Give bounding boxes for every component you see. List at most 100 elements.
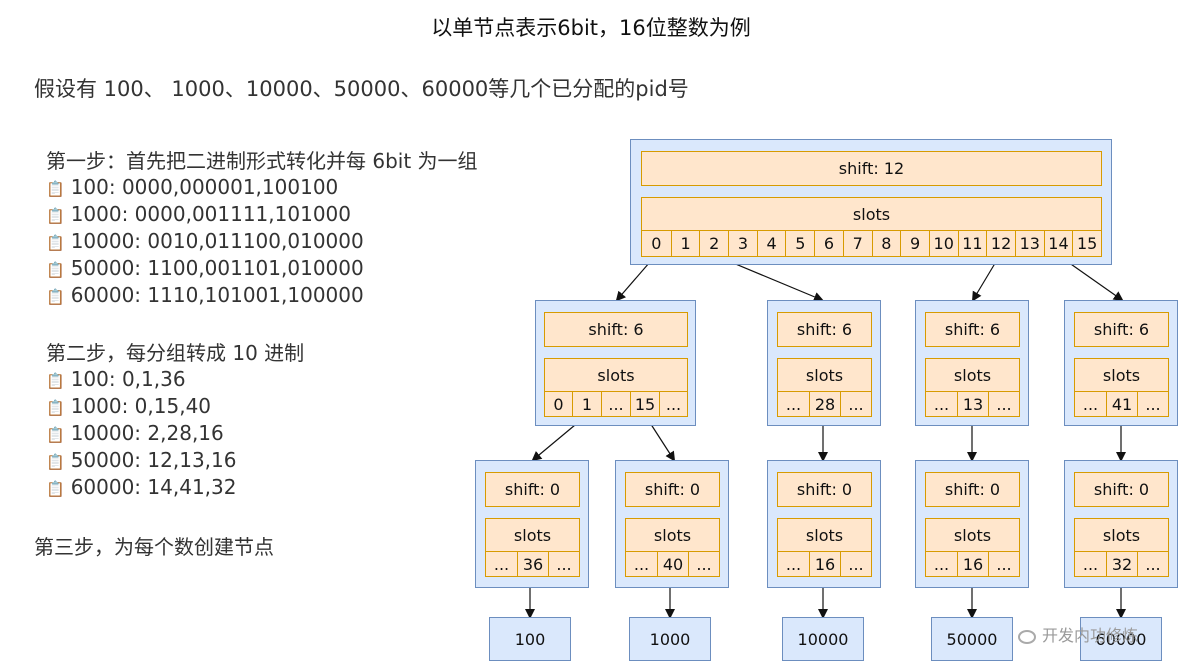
- slot-cell: 0: [545, 391, 572, 416]
- slot-cell: ...: [659, 391, 687, 416]
- intro-text: 假设有 100、 1000、10000、50000、60000等几个已分配的pi…: [34, 77, 689, 101]
- slot-cell: ...: [548, 551, 579, 576]
- node-slot-row: 0 1 ... 15 ...: [545, 391, 687, 416]
- node-shift-field: shift: 0: [625, 472, 720, 507]
- slot-cell: 11: [957, 230, 987, 256]
- slot-cell: 16: [957, 551, 988, 576]
- slot-cell: ...: [688, 551, 719, 576]
- diagram-title: 以单节点表示6bit，16位整数为例: [431, 16, 751, 40]
- node-slots-label: slots: [953, 366, 992, 385]
- slot-cell: 12: [986, 230, 1015, 256]
- slot-cell: 15: [1072, 230, 1101, 256]
- node-slots-label: slots: [805, 366, 844, 385]
- slot-cell: ...: [988, 551, 1019, 576]
- leaf-node-60000: 60000: [1080, 617, 1162, 661]
- node-slots-label: slots: [805, 526, 844, 545]
- wechat-icon: [1018, 629, 1036, 644]
- node-slot-row: ... 32 ...: [1075, 551, 1168, 576]
- node-shift-field: shift: 6: [925, 312, 1020, 347]
- node-slots-field: slots ... 28 ...: [777, 358, 872, 417]
- root-slots-field: slots 0 1 2 3 4 5 6 7 8 9 10 11 12 13 14…: [641, 197, 1102, 257]
- step2-block: 第二步，每分组转成 10 进制 📋100: 0,1,36 📋1000: 0,15…: [46, 337, 304, 501]
- slot-cell: 32: [1106, 551, 1137, 576]
- node-shift-field: shift: 6: [544, 312, 688, 347]
- level1-node-a: shift: 6 slots 0 1 ... 15 ...: [535, 300, 696, 426]
- slot-cell: ...: [1075, 551, 1106, 576]
- watermark: 开发内功修炼: [1018, 622, 1138, 646]
- node-shift-field: shift: 6: [1074, 312, 1169, 347]
- slot-cell: ...: [626, 551, 657, 576]
- level1-node-b: shift: 6 slots ... 28 ...: [767, 300, 881, 426]
- clipboard-icon: 📋: [46, 180, 65, 198]
- level2-node-b: shift: 0 slots ... 40 ...: [615, 460, 729, 588]
- root-slots-label: slots: [852, 205, 891, 224]
- slot-cell: 13: [1014, 230, 1044, 256]
- node-slots-field: slots ... 32 ...: [1074, 518, 1169, 577]
- slot-cell: 15: [630, 391, 659, 416]
- step2-line: 📋10000: 2,28,16: [46, 421, 224, 445]
- step1-line: 📋50000: 1100,001101,010000: [46, 256, 364, 280]
- node-slots-label: slots: [653, 526, 692, 545]
- clipboard-icon: 📋: [46, 480, 65, 498]
- clipboard-icon: 📋: [46, 207, 65, 225]
- slot-cell: ...: [778, 551, 809, 576]
- node-slots-field: slots ... 16 ...: [925, 518, 1020, 577]
- slot-cell: 41: [1106, 391, 1137, 416]
- node-shift-field: shift: 0: [925, 472, 1020, 507]
- root-node: shift: 12 slots 0 1 2 3 4 5 6 7 8 9 10 1…: [630, 139, 1112, 265]
- slot-cell: 6: [814, 230, 843, 256]
- leaf-node-100: 100: [489, 617, 571, 661]
- node-slot-row: ... 40 ...: [626, 551, 719, 576]
- step1-line: 📋1000: 0000,001111,101000: [46, 202, 351, 226]
- slot-cell: ...: [840, 391, 871, 416]
- clipboard-icon: 📋: [46, 399, 65, 417]
- slot-cell: 13: [957, 391, 988, 416]
- slot-cell: 10: [928, 230, 958, 256]
- root-shift-field: shift: 12: [641, 151, 1102, 186]
- node-slots-label: slots: [1102, 366, 1141, 385]
- slot-cell: 36: [517, 551, 548, 576]
- leaf-node-50000: 50000: [931, 617, 1013, 661]
- step2-line: 📋100: 0,1,36: [46, 367, 186, 391]
- step1-block: 第一步：首先把二进制形式转化并每 6bit 为一组 📋100: 0000,000…: [46, 145, 478, 309]
- slot-cell: 14: [1043, 230, 1073, 256]
- step1-heading: 第一步：首先把二进制形式转化并每 6bit 为一组: [46, 149, 478, 173]
- node-shift-field: shift: 6: [777, 312, 872, 347]
- slot-cell: ...: [840, 551, 871, 576]
- node-slot-row: ... 16 ...: [778, 551, 871, 576]
- slot-cell: 1: [572, 391, 601, 416]
- slot-cell: ...: [1075, 391, 1106, 416]
- level2-node-d: shift: 0 slots ... 16 ...: [915, 460, 1029, 588]
- node-slots-field: slots ... 41 ...: [1074, 358, 1169, 417]
- slot-cell: 3: [728, 230, 757, 256]
- node-slots-field: slots ... 40 ...: [625, 518, 720, 577]
- slot-cell: 1: [670, 230, 700, 256]
- clipboard-icon: 📋: [46, 372, 65, 390]
- node-slots-label: slots: [513, 526, 552, 545]
- step3-heading: 第三步，为每个数创建节点: [34, 535, 274, 559]
- slot-cell: ...: [926, 391, 957, 416]
- node-slots-field: slots 0 1 ... 15 ...: [544, 358, 688, 417]
- node-slot-row: ... 13 ...: [926, 391, 1019, 416]
- slot-cell: 2: [699, 230, 729, 256]
- slot-cell: 4: [756, 230, 786, 256]
- clipboard-icon: 📋: [46, 288, 65, 306]
- clipboard-icon: 📋: [46, 426, 65, 444]
- step2-line: 📋60000: 14,41,32: [46, 475, 237, 499]
- slot-cell: ...: [988, 391, 1019, 416]
- slot-cell: 9: [900, 230, 929, 256]
- slot-cell: ...: [1137, 551, 1168, 576]
- slot-cell: ...: [486, 551, 517, 576]
- node-slots-field: slots ... 36 ...: [485, 518, 580, 577]
- node-slots-label: slots: [597, 366, 635, 385]
- step2-line: 📋50000: 12,13,16: [46, 448, 237, 472]
- node-shift-field: shift: 0: [777, 472, 872, 507]
- node-slot-row: ... 28 ...: [778, 391, 871, 416]
- slot-cell: 0: [642, 230, 671, 256]
- clipboard-icon: 📋: [46, 261, 65, 279]
- node-slot-row: ... 16 ...: [926, 551, 1019, 576]
- level1-node-d: shift: 6 slots ... 41 ...: [1064, 300, 1178, 426]
- watermark-text: 开发内功修炼: [1042, 626, 1139, 645]
- clipboard-icon: 📋: [46, 453, 65, 471]
- clipboard-icon: 📋: [46, 234, 65, 252]
